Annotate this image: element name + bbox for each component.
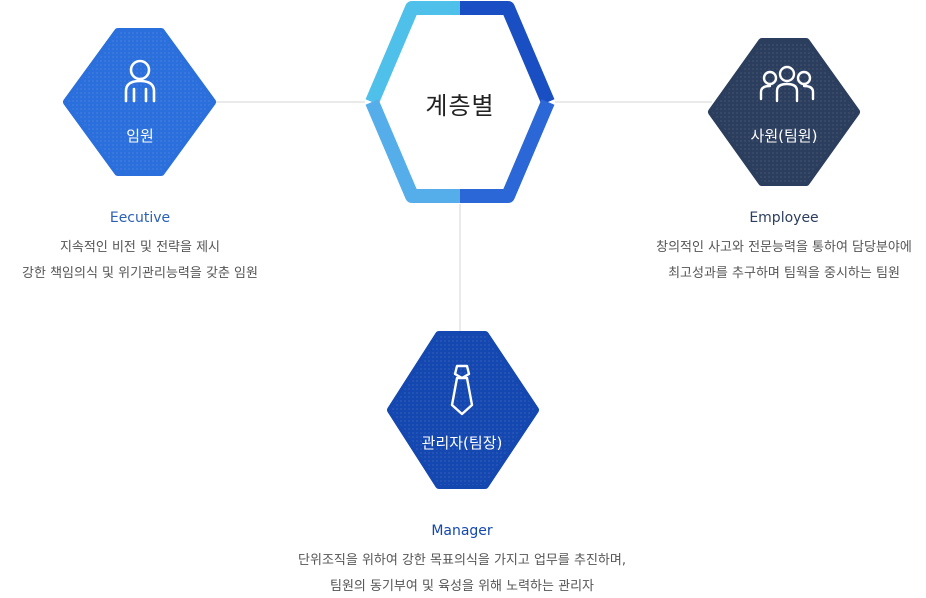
executive-hexagon <box>63 28 216 176</box>
center-ring-top-left <box>365 1 460 105</box>
necktie-icon <box>450 364 474 416</box>
center-label: 계층별 <box>425 92 495 120</box>
executive-desc-line-1: 지속적인 비전 및 전략을 제시 <box>59 240 221 255</box>
connector-lines <box>212 101 712 332</box>
employee-desc-line-2: 최고성과를 추구하며 팀웍을 중시하는 팀원 <box>668 266 900 281</box>
employee-label: 사원(팀원) <box>750 127 818 145</box>
employee-desc-line-1: 창의적인 사고와 전문능력을 통하여 담당분야에 <box>656 240 912 255</box>
executive-desc-line-2: 강한 책임의식 및 위기관리능력을 갖춘 임원 <box>22 266 258 281</box>
manager-title: Manager <box>431 523 493 539</box>
executive-title: Eecutive <box>109 210 171 226</box>
manager-label: 관리자(팀장) <box>421 434 503 452</box>
center-ring-top-right <box>460 1 555 105</box>
manager-hexagon <box>387 331 539 489</box>
center-hexagon <box>365 1 555 203</box>
center-ring-bottom-right <box>460 99 555 203</box>
person-icon <box>124 59 156 103</box>
manager-desc-line-1: 단위조직을 위하여 강한 목표의식을 가지고 업무를 추진하며, <box>298 553 626 568</box>
center-ring-bottom-left <box>365 99 460 203</box>
manager-desc-line-2: 팀원의 동기부여 및 육성을 위해 노력하는 관리자 <box>330 579 594 594</box>
executive-label: 임원 <box>126 127 154 145</box>
employee-hexagon <box>708 38 860 186</box>
employee-title: Employee <box>749 210 819 226</box>
group-icon <box>759 65 815 103</box>
